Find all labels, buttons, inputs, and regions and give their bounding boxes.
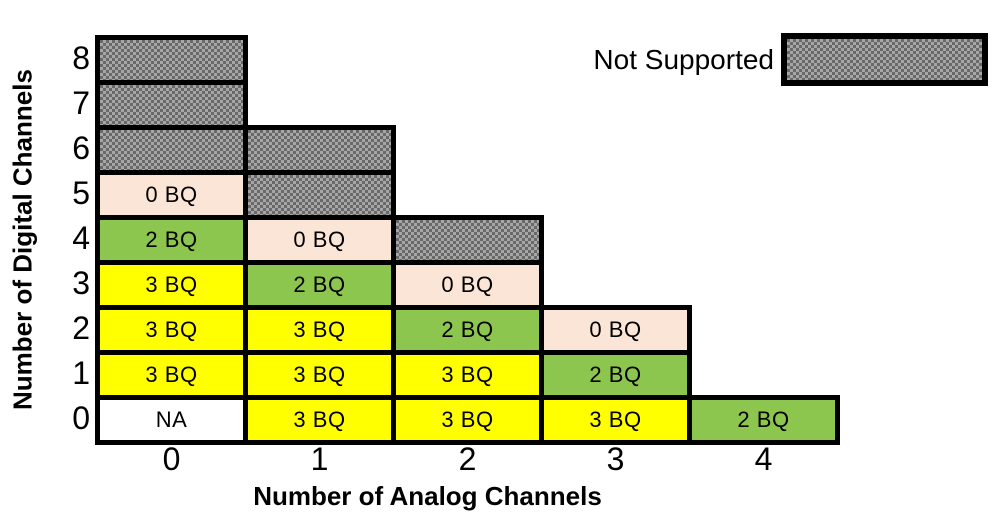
matrix-cell-a0-d3: 3 BQ <box>95 260 248 310</box>
matrix-cell-a1-d3: 2 BQ <box>243 260 396 310</box>
matrix-cell-a3-d2: 0 BQ <box>539 305 692 355</box>
matrix-cell-a0-d5: 0 BQ <box>95 170 248 220</box>
y-tick-label-6: 6 <box>72 129 90 166</box>
y-tick-label-8: 8 <box>72 39 90 76</box>
matrix-cell-a0-d4: 2 BQ <box>95 215 248 265</box>
y-axis-title: Number of Digital Channels <box>7 69 38 411</box>
y-tick-label-3: 3 <box>72 264 90 301</box>
legend-not-supported-swatch <box>781 33 988 86</box>
y-tick-label-0: 0 <box>72 399 90 436</box>
matrix-cell-a0-d7 <box>95 80 248 130</box>
y-tick-label-5: 5 <box>72 174 90 211</box>
x-tick-label-2: 2 <box>458 441 477 477</box>
matrix-cell-a3-d1: 2 BQ <box>539 350 692 400</box>
matrix-cell-a0-d1: 3 BQ <box>95 350 248 400</box>
x-tick-label-3: 3 <box>606 441 625 477</box>
x-tick-label-4: 4 <box>754 441 773 477</box>
matrix-cell-a2-d2: 2 BQ <box>391 305 544 355</box>
matrix-cell-a1-d6 <box>243 125 396 175</box>
legend: Not Supported <box>593 33 988 86</box>
matrix-cell-a0-d6 <box>95 125 248 175</box>
matrix-cell-a1-d1: 3 BQ <box>243 350 396 400</box>
matrix-cell-a2-d3: 0 BQ <box>391 260 544 310</box>
matrix-cell-a0-d0: NA <box>95 395 248 445</box>
matrix-cell-a0-d2: 3 BQ <box>95 305 248 355</box>
y-tick-label-4: 4 <box>72 219 90 256</box>
y-tick-label-1: 1 <box>72 354 90 391</box>
matrix-cell-a1-d2: 3 BQ <box>243 305 396 355</box>
y-tick-label-7: 7 <box>72 84 90 121</box>
matrix-cell-a2-d0: 3 BQ <box>391 395 544 445</box>
matrix-cell-a1-d4: 0 BQ <box>243 215 396 265</box>
legend-label: Not Supported <box>593 43 774 75</box>
x-axis-title: Number of Analog Channels <box>253 481 602 511</box>
matrix-cell-a2-d4 <box>391 215 544 265</box>
matrix-cell-a1-d5 <box>243 170 396 220</box>
x-tick-label-0: 0 <box>162 441 181 477</box>
y-tick-label-2: 2 <box>72 309 90 346</box>
matrix-cell-a0-d8 <box>95 35 248 85</box>
matrix-cell-a3-d0: 3 BQ <box>539 395 692 445</box>
matrix-cell-a1-d0: 3 BQ <box>243 395 396 445</box>
matrix-cell-a4-d0: 2 BQ <box>687 395 840 445</box>
matrix-cell-a2-d1: 3 BQ <box>391 350 544 400</box>
x-tick-label-1: 1 <box>310 441 329 477</box>
